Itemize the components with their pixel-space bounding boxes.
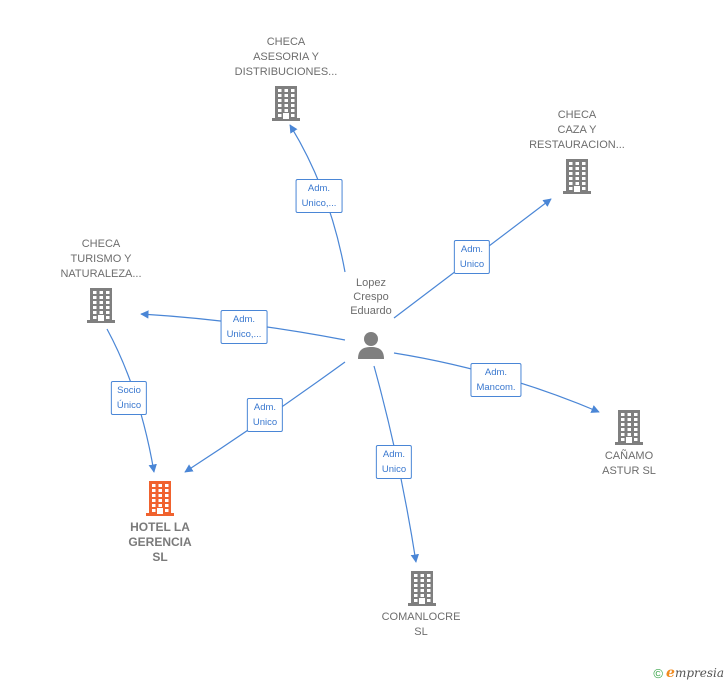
node-label-checa-asesoria[interactable]: CHECA ASESORIA Y DISTRIBUCIONES...: [234, 36, 338, 78]
edge-label-comanlocre[interactable]: Adm. Unico: [375, 445, 413, 479]
copyright-symbol: ©: [653, 665, 664, 681]
building-icon[interactable]: [614, 409, 644, 450]
node-label-canamo-astur[interactable]: CAÑAMO ASTUR SL: [602, 450, 656, 477]
brand-logo: empresia: [666, 665, 724, 681]
edge-label-hotel[interactable]: Adm. Unico: [246, 398, 284, 432]
person-icon[interactable]: [356, 330, 386, 360]
node-label-checa-caza[interactable]: CHECA CAZA Y RESTAURACION...: [529, 109, 625, 151]
edge-label-turismo-to-hotel[interactable]: Socio Único: [110, 381, 148, 415]
edge-label-checa-asesoria[interactable]: Adm. Unico,...: [295, 179, 343, 213]
footer-brand: © empresia: [653, 665, 724, 681]
building-icon[interactable]: [145, 480, 175, 521]
node-label-checa-turismo[interactable]: CHECA TURISMO Y NATURALEZA...: [60, 238, 142, 280]
center-person-label[interactable]: Lopez Crespo Eduardo: [350, 277, 392, 317]
node-label-comanlocre[interactable]: COMANLOCRE SL: [381, 611, 461, 638]
building-icon[interactable]: [271, 85, 301, 126]
edge-label-checa-caza[interactable]: Adm. Unico: [453, 240, 491, 274]
node-label-hotel-la-gerencia[interactable]: HOTEL LA GERENCIA SL: [128, 520, 192, 564]
building-icon[interactable]: [562, 158, 592, 199]
building-icon[interactable]: [86, 287, 116, 328]
edge-label-checa-turismo[interactable]: Adm. Unico,...: [220, 310, 268, 344]
edge-label-canamo-astur[interactable]: Adm. Mancom.: [470, 363, 522, 397]
building-icon[interactable]: [407, 570, 437, 611]
